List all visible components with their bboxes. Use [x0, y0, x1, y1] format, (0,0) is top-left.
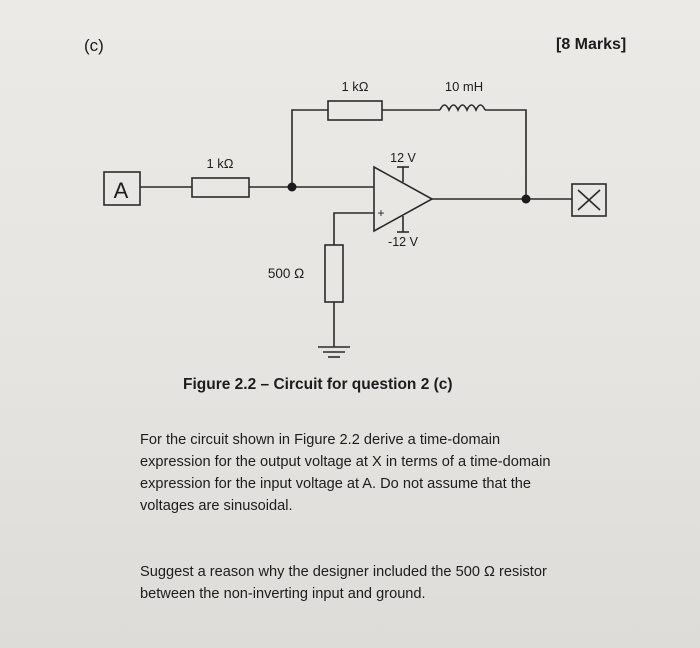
- paragraph-2-line: between the non-inverting input and grou…: [140, 586, 426, 602]
- junction-inverting-node: [287, 182, 297, 192]
- wire-feedback-left: [291, 109, 328, 187]
- opamp-triangle: [373, 165, 434, 233]
- wire-non-inverting: [333, 212, 374, 245]
- paragraph-1-line: expression for the input voltage at A. D…: [140, 476, 532, 492]
- paragraph-2-line: Suggest a reason why the designer includ…: [140, 564, 547, 580]
- paragraph-1-line: expression for the output voltage at X i…: [140, 454, 551, 470]
- marks-label: [8 Marks]: [556, 36, 627, 53]
- opamp-plus-sign: +: [377, 206, 384, 220]
- l-feedback-label: 10 mH: [445, 79, 483, 94]
- resistor-feedback: [327, 100, 383, 121]
- question-paragraph-1: For the circuit shown in Figure 2.2 deri…: [140, 429, 630, 517]
- paragraph-1-line: voltages are sinusoidal.: [140, 498, 293, 514]
- supply-neg-label: -12 V: [388, 235, 419, 249]
- resistor-ground: [324, 244, 344, 303]
- terminal-a-label: A: [114, 178, 129, 203]
- question-part-label: (c): [84, 36, 104, 55]
- figure-caption: Figure 2.2 – Circuit for question 2 (c): [183, 376, 453, 393]
- terminal-x-box: [571, 183, 607, 217]
- r-ground-label: 500 Ω: [268, 266, 304, 281]
- question-paragraph-2: Suggest a reason why the designer includ…: [140, 561, 630, 605]
- r-feedback-label: 1 kΩ: [341, 79, 368, 94]
- resistor-input: [191, 177, 250, 198]
- r-input-label: 1 kΩ: [206, 156, 233, 171]
- paragraph-1-line: For the circuit shown in Figure 2.2 deri…: [140, 432, 501, 448]
- inductor-coil: [439, 104, 486, 112]
- junction-output-node: [521, 194, 531, 204]
- terminal-a-box: [103, 171, 141, 206]
- output-x-stroke-2: [577, 189, 601, 211]
- wire-feedback-right: [485, 109, 527, 199]
- supply-pos-label: 12 V: [390, 151, 416, 165]
